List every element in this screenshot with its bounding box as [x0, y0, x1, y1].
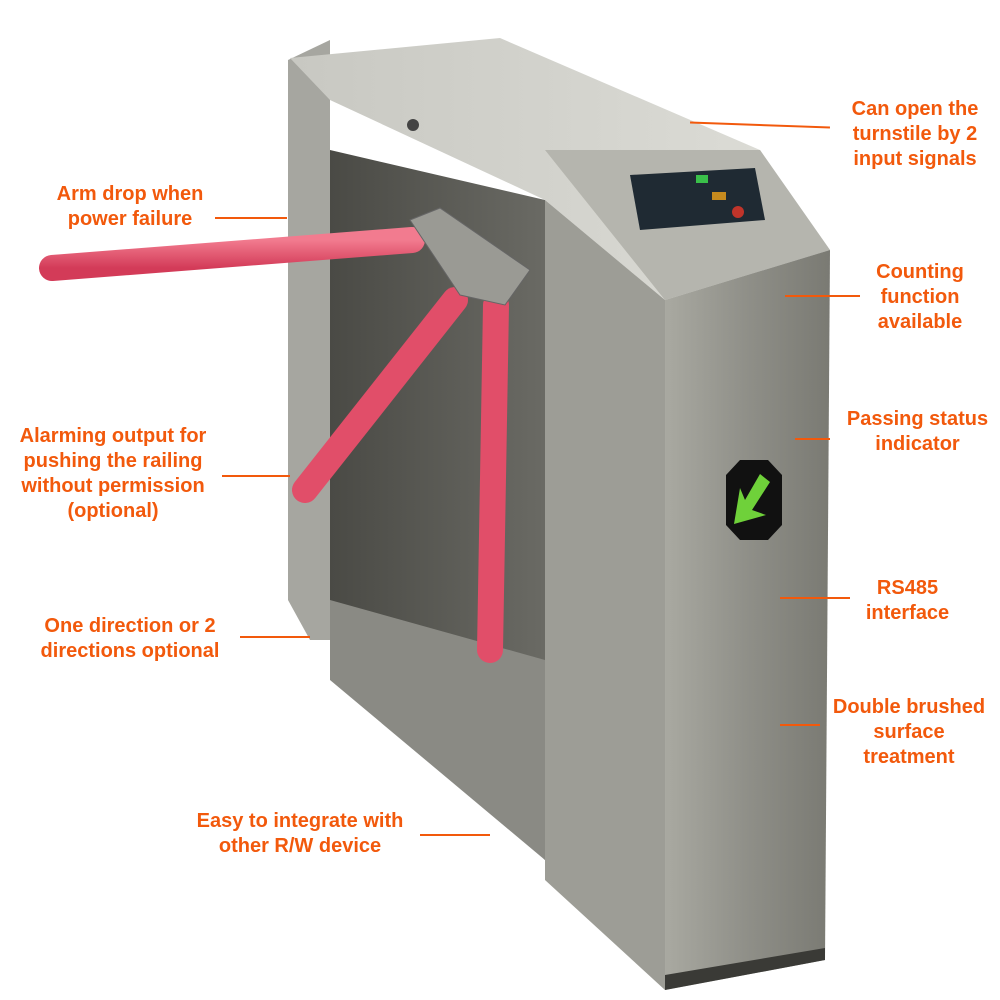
label-line: (optional): [67, 500, 159, 522]
label-line: available: [877, 311, 963, 333]
key-lock: [407, 119, 419, 131]
label-input-signals: Can open the turnstile by 2 input signal…: [835, 97, 995, 172]
left-side-panel: [288, 40, 330, 640]
label-line: function: [880, 286, 960, 308]
label-line: indicator: [875, 433, 960, 455]
cabinet-face: [665, 250, 830, 990]
label-line: Passing status: [846, 408, 989, 430]
arm-hub: [409, 207, 531, 306]
label-line: pushing the railing: [23, 450, 203, 472]
label-arm-drop: Arm drop when power failure: [40, 182, 220, 232]
label-line: Easy to integrate with: [196, 810, 404, 832]
green-arrow-icon: [734, 474, 770, 524]
label-alarming: Alarming output for pushing the railing …: [3, 424, 223, 524]
panel-indicator-orange: [712, 192, 726, 200]
label-counting: Counting function available: [860, 260, 980, 335]
label-line: RS485: [876, 577, 939, 599]
leader-line-integrate: [420, 834, 490, 836]
leader-line-arm-drop: [215, 217, 287, 219]
label-line: treatment: [863, 746, 955, 768]
label-line: Double brushed: [832, 696, 986, 718]
leader-line-counting: [785, 295, 860, 297]
leader-line-surface: [780, 724, 820, 726]
label-rs485: RS485 interface: [850, 576, 965, 626]
tripod-arms: [39, 207, 531, 663]
cabinet-base: [665, 948, 825, 990]
label-passing-status: Passing status indicator: [835, 407, 1000, 457]
label-line: One direction or 2: [44, 615, 216, 637]
leader-line-direction: [240, 636, 310, 638]
leader-line-rs485: [780, 597, 850, 599]
panel-indicator-red: [732, 206, 744, 218]
front-cabinet: [545, 200, 665, 990]
label-line: power failure: [67, 208, 193, 230]
arm-horizontal: [39, 227, 425, 281]
label-integrate: Easy to integrate with other R/W device: [180, 809, 420, 859]
label-line: Arm drop when: [56, 183, 204, 205]
label-line: surface: [873, 721, 945, 743]
control-panel: [630, 168, 765, 230]
label-line: input signals: [853, 148, 977, 170]
arm-vertical: [477, 292, 509, 663]
bottom-channel: [330, 600, 545, 860]
label-line: directions optional: [40, 640, 220, 662]
leader-line-passing-status: [795, 438, 830, 440]
label-direction: One direction or 2 directions optional: [25, 614, 235, 664]
label-line: interface: [865, 602, 950, 624]
label-line: Can open the: [851, 98, 979, 120]
label-line: turnstile by 2: [852, 123, 978, 145]
panel-indicator-green: [696, 175, 708, 183]
label-line: Alarming output for: [19, 425, 207, 447]
label-line: without permission: [21, 475, 205, 497]
label-line: other R/W device: [218, 835, 382, 857]
label-surface: Double brushed surface treatment: [820, 695, 998, 770]
label-line: Counting: [876, 261, 964, 283]
leader-line-alarming: [222, 475, 290, 477]
arm-diagonal: [292, 287, 468, 503]
